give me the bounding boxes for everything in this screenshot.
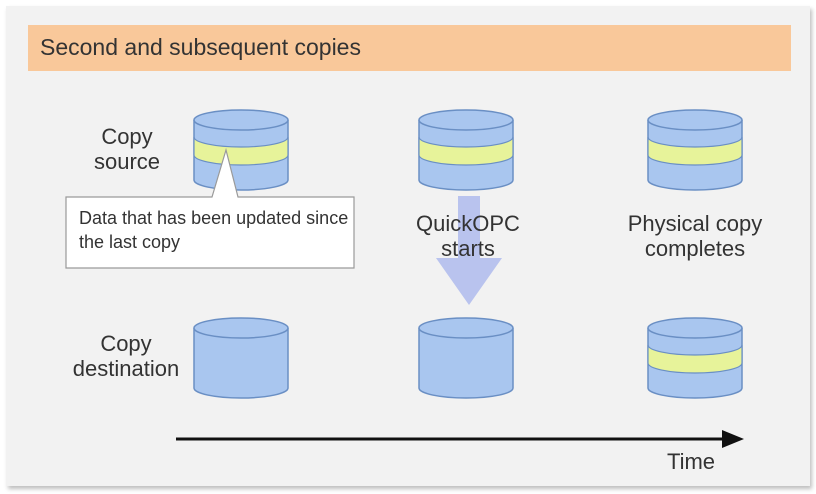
down-arrow-icon [436,196,502,305]
source-disk-2 [418,109,514,191]
callout-text: Data that has been updated since the las… [79,208,349,252]
quickopc-label: QuickOPC starts [416,211,520,261]
copy-destination-label: Copy destination [72,331,180,381]
callout-box [65,147,355,269]
destination-disk-2 [418,317,514,399]
destination-disk-3 [647,317,743,399]
source-disk-1 [193,109,289,191]
physical-copy-label: Physical copy completes [627,211,763,261]
time-label: Time [666,449,716,474]
right-arrow-icon [176,430,744,448]
destination-disk-1 [193,317,289,399]
title-bar: Second and subsequent copies [28,25,791,71]
diagram-title: Second and subsequent copies [40,34,361,60]
copy-source-label: Copy source [93,124,161,174]
source-disk-3 [647,109,743,191]
